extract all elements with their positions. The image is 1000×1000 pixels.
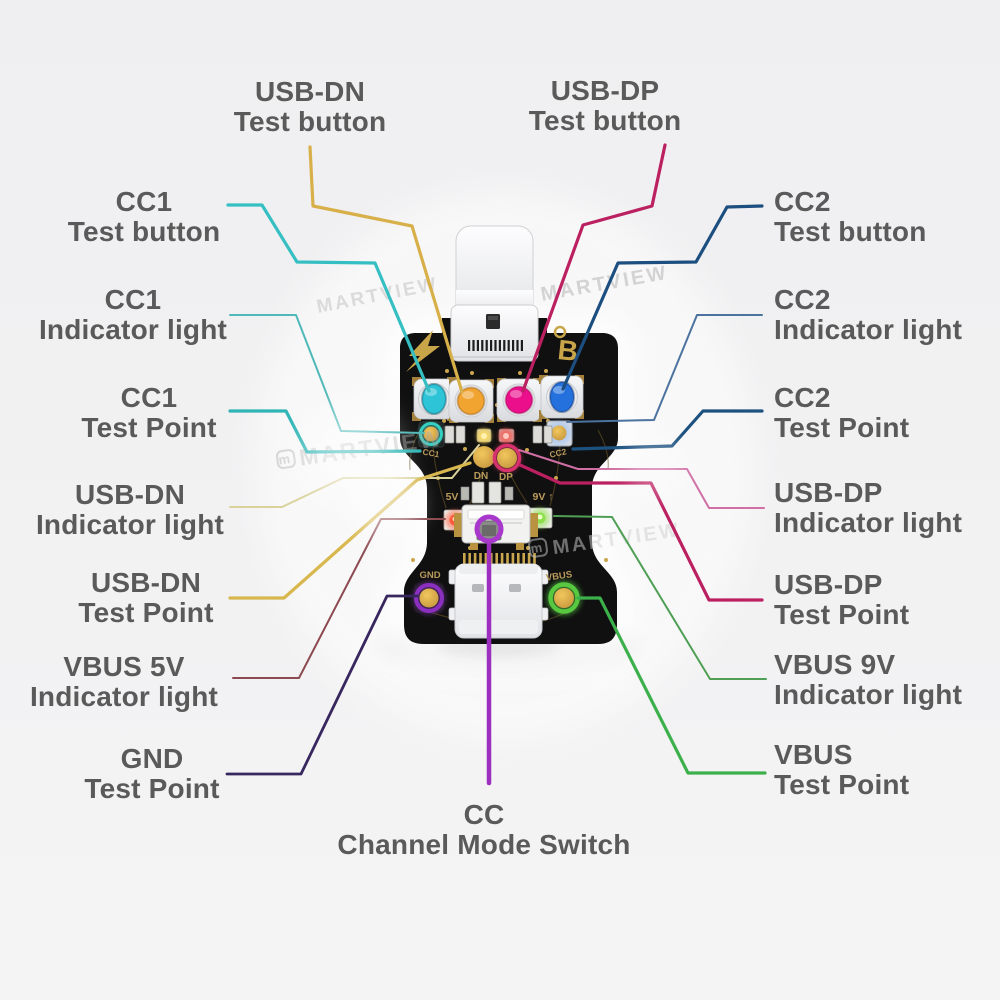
gnd-test-pad (412, 581, 446, 615)
callout-line2: Channel Mode Switch (337, 829, 631, 860)
leader-usb-dp-test-button (521, 143, 667, 393)
callout-gnd-test-point: GND Test Point (84, 744, 219, 804)
usb-c-plug (450, 225, 539, 366)
callout-vbus-9v-indicator-light: VBUS 9V Indicator light (774, 650, 962, 710)
smd-capacitors (460, 481, 514, 504)
leader-gnd-test-point (225, 594, 419, 776)
callout-line2: Test button (528, 105, 682, 136)
callout-line1: GND (120, 743, 184, 774)
svg-text:GND: GND (419, 570, 440, 581)
callout-line2: Test button (774, 216, 927, 247)
callout-line1: CC1 (104, 284, 162, 315)
callout-line2: Test Point (84, 773, 220, 804)
callout-line2: Indicator light (29, 681, 219, 712)
receptacle-pins (463, 553, 536, 564)
callout-usb-dp-indicator-light: USB-DP Indicator light (774, 478, 962, 538)
callout-line1: USB-DP (550, 75, 660, 106)
svg-text:DN: DN (474, 471, 488, 482)
callout-line1: VBUS 9V (774, 649, 896, 680)
callout-line1: CC1 (115, 186, 173, 217)
svg-text:CC2: CC2 (549, 446, 568, 459)
callout-usb-dn-test-point: USB-DN Test Point (78, 568, 213, 628)
svg-text:CC1: CC1 (422, 447, 441, 460)
callout-line2: Test Point (774, 412, 910, 443)
cc1-led-pad (418, 421, 445, 448)
leader-usb-dn-test-button (308, 145, 464, 394)
usb-dn-indicator-led (476, 428, 492, 443)
callout-line2: Indicator light (774, 314, 963, 345)
svg-text:DP: DP (499, 472, 513, 483)
svg-text:m: m (530, 539, 546, 556)
callout-line1: VBUS (774, 739, 853, 770)
leader-vbus-9v-indicator-light (553, 515, 767, 680)
callout-line1: USB-DP (774, 569, 883, 600)
plug-shield-tab-right (537, 318, 547, 335)
cc-mode-switch (454, 504, 538, 550)
callout-line1: CC2 (774, 284, 831, 315)
cc1-button (412, 377, 456, 421)
callout-line2: Indicator light (38, 314, 228, 345)
plug-shield-tab-left (442, 318, 452, 335)
usb-dn-test-pad (473, 446, 495, 468)
callout-line1: USB-DN (74, 479, 186, 510)
callout-line1: USB-DN (90, 567, 202, 598)
callout-usb-dp-test-button: USB-DP Test button (529, 76, 682, 136)
callout-line2: Test Point (774, 599, 910, 630)
callout-usb-dp-test-point: USB-DP Test Point (774, 570, 909, 630)
callout-line2: Test Point (78, 597, 214, 628)
pcb-silkscreen: CC1 CC2 DN DP 5V 9V ↑ GND VBUS (419, 446, 572, 583)
brand-b-logo: B (556, 334, 579, 367)
callout-line1: CC (463, 799, 505, 830)
switch-highlight-ring (474, 514, 504, 544)
leader-cc1-test-button (226, 203, 431, 393)
callout-line1: USB-DP (774, 477, 883, 508)
callout-line2: Test Point (774, 769, 910, 800)
gear-icon (553, 325, 567, 339)
svg-text:5V: 5V (446, 491, 459, 503)
usb-dp-button (496, 378, 542, 422)
callout-usb-dn-indicator-light: USB-DN Indicator light (36, 480, 224, 540)
svg-text:m: m (277, 451, 293, 468)
callout-line2: Test button (67, 216, 221, 247)
leader-cc2-test-point (571, 409, 764, 451)
leader-cc2-indicator-light (566, 314, 763, 423)
callout-line1: CC2 (774, 186, 831, 217)
callout-vbus-test-point: VBUS Test Point (774, 740, 909, 800)
callout-line2: Indicator light (35, 509, 225, 540)
callout-cc2-test-point: CC2 Test Point (774, 383, 909, 443)
leader-usb-dp-indicator-light (518, 449, 765, 509)
callout-line2: Indicator light (774, 507, 963, 538)
callout-line1: CC1 (120, 382, 178, 413)
callout-line1: CC2 (774, 382, 831, 413)
callout-usb-dn-test-button: USB-DN Test button (234, 77, 387, 137)
svg-text:VBUS: VBUS (545, 569, 573, 584)
callout-cc1-test-button: CC1 Test button (68, 187, 221, 247)
callout-line2: Test button (233, 106, 387, 137)
leader-vbus-test-point (576, 596, 767, 775)
usb-dp-test-pad (492, 443, 522, 473)
callout-line1: USB-DN (254, 76, 366, 107)
callout-cc-channel-mode-switch: CC Channel Mode Switch (337, 800, 630, 860)
callout-cc2-test-button: CC2 Test button (774, 187, 927, 247)
bloom-wash (302, 407, 685, 541)
smd-resistors (444, 425, 553, 444)
usb-c-receptacle (448, 563, 549, 639)
callout-cc1-test-point: CC1 Test Point (81, 383, 216, 443)
cc2-button (539, 375, 584, 419)
leader-cc2-test-button (561, 204, 764, 391)
callout-line1: VBUS 5V (63, 651, 185, 682)
lightning-bolt-icon (406, 330, 440, 372)
callout-vbus-5v-indicator-light: VBUS 5V Indicator light (30, 652, 218, 712)
usb-dp-indicator-led (498, 428, 515, 443)
callout-cc2-indicator-light: CC2 Indicator light (774, 285, 962, 345)
cc2-led-pad (546, 420, 573, 447)
leader-usb-dn-test-point (228, 461, 472, 600)
svg-text:9V ↑: 9V ↑ (532, 491, 553, 503)
callout-line2: Test Point (81, 412, 217, 443)
callout-cc1-indicator-light: CC1 Indicator light (39, 285, 227, 345)
usb-dn-button (448, 379, 494, 423)
callout-line2: Indicator light (774, 679, 963, 710)
